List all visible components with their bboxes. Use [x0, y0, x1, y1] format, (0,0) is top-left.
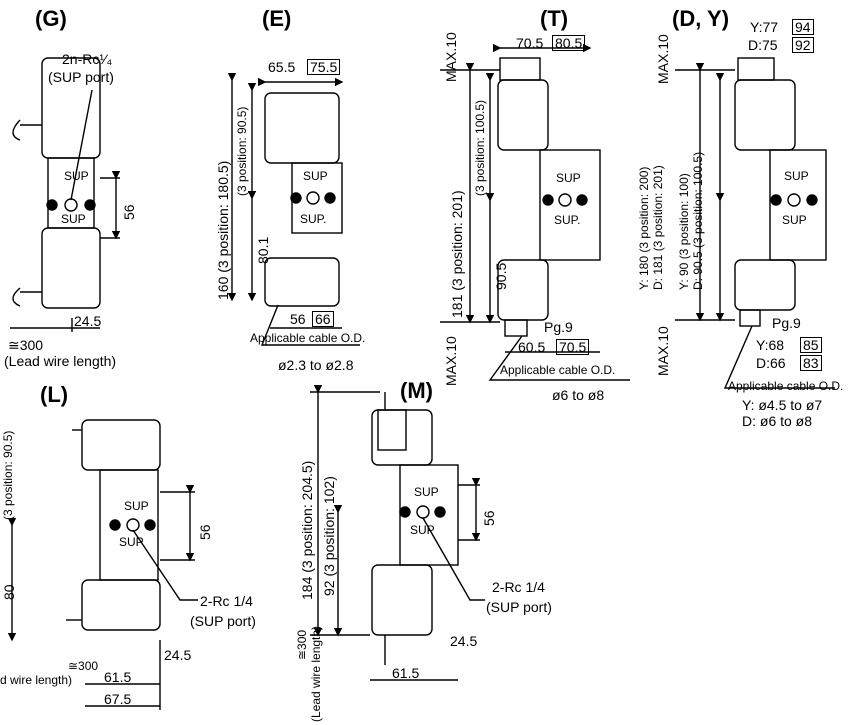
y-bot-box-dy: 85: [800, 337, 822, 353]
sup-bottom-dy: SUP: [782, 213, 807, 227]
pg-t: Pg.9: [544, 319, 573, 335]
dim-b1-e: 56: [290, 311, 306, 327]
dim-total-e: 160 (3 position: 180.5): [215, 160, 231, 300]
sup-bottom-e: SUP.: [300, 212, 327, 226]
sup-top-l: SUP: [124, 499, 149, 513]
dim-mid-t: (3 position: 100.5): [473, 99, 487, 196]
valve-dy: [675, 57, 835, 389]
max-bottom-t: MAX.10: [443, 336, 459, 386]
dim-80-l: 80: [1, 584, 17, 600]
max-bottom-dy: MAX.10: [655, 326, 671, 376]
dim-w1-box-t: 80.5: [552, 35, 586, 51]
d-top-box-dy: 92: [792, 37, 814, 53]
max-top-t: MAX.10: [443, 32, 459, 82]
dim-mid-y-dy: Y: 90 (3 position: 100): [677, 173, 691, 290]
y-bot-dy: Y:68: [756, 337, 785, 353]
dim-905-t: 90.5: [493, 262, 509, 290]
lead-caption-m: (Lead wire length): [309, 625, 323, 722]
dim-b1-box-t: 70.5: [556, 339, 590, 355]
cable-label-t: Applicable cable O.D.: [500, 363, 616, 377]
d-top-dy: D:75: [748, 37, 778, 53]
dim-mid-l: (3 position: 90.5): [1, 430, 15, 520]
cable-range-t: ø6 to ø8: [552, 387, 605, 403]
port-name-l: (SUP port): [190, 613, 256, 629]
sup-bottom-m: SUP: [410, 523, 435, 537]
lead-len-m: ≅300: [295, 629, 309, 660]
dim-total-m: 184 (3 position: 204.5): [299, 460, 315, 600]
sup-bottom-l: SUP: [119, 535, 144, 549]
sup-bottom-g: SUP: [61, 212, 86, 226]
port-name-g: (SUP port): [48, 69, 114, 85]
dim-w1-t: 70.5: [516, 35, 544, 51]
lead-len-l: ≅300: [68, 659, 99, 673]
sup-top-m: SUP: [414, 485, 439, 499]
dim-total-t: 181 (3 position: 201): [449, 190, 465, 318]
valve-g: [10, 57, 121, 332]
dim-mid-e: (3 position: 90.5): [235, 106, 249, 196]
sup-top-g: SUP: [64, 169, 89, 183]
view-title-e: (E): [262, 6, 292, 31]
port-spec-m: 2-Rc 1/4: [492, 579, 545, 595]
y-top-dy: Y:77: [750, 19, 779, 35]
dim-b1-box-e: 66: [312, 311, 334, 327]
sup-top-e: SUP: [303, 169, 328, 183]
max-top-dy: MAX.10: [655, 34, 671, 84]
dim-56-l: 56: [197, 524, 213, 540]
dim-b1-m: 61.5: [392, 665, 420, 681]
dim-b1-t: 60.5: [518, 339, 546, 355]
view-title-t: (T): [540, 6, 569, 31]
view-title-g: (G): [35, 6, 67, 31]
dim-total-d-dy: D: 181 (3 position: 201): [651, 165, 665, 290]
sup-bottom-t: SUP.: [554, 213, 581, 227]
cable-label-e: Applicable cable O.D.: [250, 331, 366, 345]
port-spec-g: 2n-Rc¹⁄₄: [62, 51, 113, 67]
valve-t: [440, 43, 630, 381]
dim-b1-l: 61.5: [104, 669, 132, 685]
dim-56-g: 56: [121, 204, 137, 220]
y-top-box-dy: 94: [792, 19, 814, 35]
cable-y-dy: Y: ø4.5 to ø7: [742, 397, 823, 413]
view-title-m: (M): [400, 378, 433, 403]
d-bot-dy: D:66: [756, 355, 786, 371]
d-bot-box-dy: 83: [800, 355, 822, 371]
cable-range-e: ø2.3 to ø2.8: [278, 357, 354, 373]
pg-dy: Pg.9: [772, 315, 801, 331]
dim-w1-e: 65.5: [268, 59, 296, 75]
dim-801-e: 80.1: [255, 236, 271, 264]
view-title-l: (L): [40, 382, 69, 407]
port-spec-l: 2-Rc 1/4: [200, 593, 253, 609]
dim-245-g: 24.5: [74, 313, 102, 329]
dim-w1-box-e: 75.5: [307, 59, 341, 75]
dim-mid-m: 92 (3 position: 102): [321, 476, 337, 596]
sup-top-t: SUP: [556, 171, 581, 185]
valve-e: [227, 73, 360, 346]
dim-mid-d-dy: D: 90.5 (3 position: 100.5): [691, 151, 705, 290]
valve-l: [7, 419, 198, 710]
lead-caption-g: (Lead wire length): [4, 353, 117, 369]
lead-caption-l: d wire length): [0, 673, 73, 687]
dim-56-m: 56: [481, 510, 497, 526]
cable-label-dy: Applicable cable O.D.: [728, 379, 844, 393]
port-name-m: (SUP port): [486, 599, 552, 615]
view-title-dy: (D, Y): [672, 6, 730, 31]
dim-b2-l: 67.5: [104, 691, 132, 707]
sup-top-dy: SUP: [784, 169, 809, 183]
dim-245-l: 24.5: [164, 647, 192, 663]
lead-len-g: ≅300: [8, 337, 44, 353]
dim-245-m: 24.5: [450, 633, 478, 649]
dim-total-y-dy: Y: 180 (3 position: 200): [637, 166, 651, 290]
valve-m: [310, 385, 485, 681]
cable-d-dy: D: ø6 to ø8: [742, 413, 813, 429]
